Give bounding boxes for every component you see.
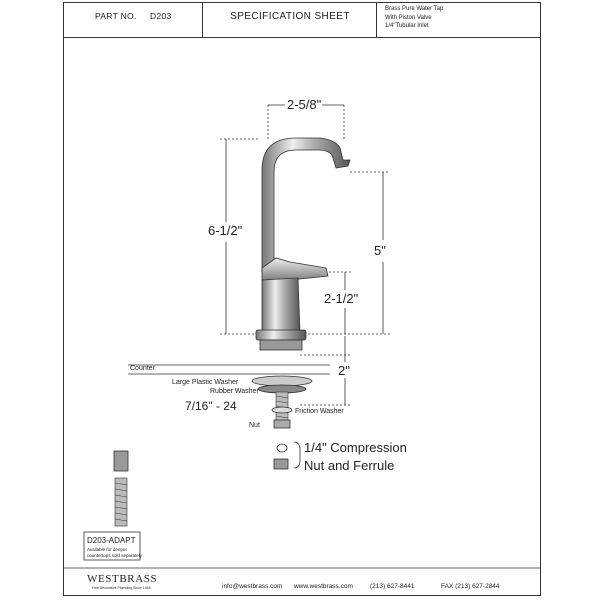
part-label-text: PART NO. xyxy=(95,11,137,21)
ferrule xyxy=(276,443,288,453)
header-bar: PART NO. D203 SPECIFICATION SHEET Brass … xyxy=(63,2,541,38)
friction-washer xyxy=(271,406,293,414)
product-description: Brass Pure Water Tap With Piston Valve 1… xyxy=(385,5,443,31)
label-overall-height: 6-1/2" xyxy=(208,223,243,238)
adapter-box xyxy=(83,531,141,561)
footer-email[interactable]: info@westbrass.com xyxy=(222,583,283,590)
westbrass-logo: WESTBRASS xyxy=(87,573,158,585)
label-rubber-washer: Rubber Washer xyxy=(210,388,259,395)
label-spout-reach: 2-5/8" xyxy=(287,97,322,112)
dim-overall-height xyxy=(220,138,258,335)
part-number: D203 xyxy=(150,11,172,21)
compression-brace xyxy=(293,441,301,469)
title-cell: SPECIFICATION SHEET xyxy=(203,2,377,38)
label-spout-height: 5" xyxy=(374,243,386,258)
dim-shank-length xyxy=(300,336,352,406)
footer-website[interactable]: www.westbrass.com xyxy=(294,583,353,590)
dim-base-height xyxy=(325,271,352,334)
adapter-drawing xyxy=(113,450,129,527)
description-line-1: Brass Pure Water Tap xyxy=(385,6,444,12)
adapter-note-line-2: countertops sold separately xyxy=(87,553,143,558)
label-thread-size: 7/16" - 24 xyxy=(185,399,237,413)
faucet-body xyxy=(255,277,307,351)
sheet-title: SPECIFICATION SHEET xyxy=(230,11,350,22)
label-base-height: 2-1/2" xyxy=(324,291,359,306)
adapter-code: D203-ADAPT xyxy=(87,536,136,545)
description-line-2: With Piston Valve xyxy=(385,14,432,21)
adapter-note-line-1: Available for deeper xyxy=(87,547,127,552)
footer-fax: FAX (213) 627-2844 xyxy=(441,583,500,590)
compression-line-2: Nut and Ferrule xyxy=(304,458,395,473)
part-number-cell: PART NO. D203 xyxy=(63,2,203,38)
description-line-3: 1/4"Tubular Inlet xyxy=(385,23,429,29)
part-label: PART NO. D203 xyxy=(95,11,171,21)
dim-spout-reach xyxy=(267,104,345,140)
label-friction-washer: Friction Washer xyxy=(295,408,344,415)
label-counter: Counter xyxy=(130,365,155,372)
footer-phone: (213) 627-8441 xyxy=(370,583,415,590)
description-cell: Brass Pure Water Tap With Piston Valve 1… xyxy=(377,2,541,38)
compression-nut xyxy=(273,458,289,470)
spec-sheet-border xyxy=(63,2,541,596)
label-nut: Nut xyxy=(249,422,260,429)
washer-stack xyxy=(251,375,313,394)
label-large-washer: Large Plastic Washer xyxy=(172,379,239,386)
counter-surface xyxy=(128,364,330,375)
adapter-note: Available for deeper countertops sold se… xyxy=(87,547,142,559)
label-shank-length: 2" xyxy=(338,363,350,378)
mounting-nut xyxy=(273,419,291,429)
faucet-spout xyxy=(261,137,351,273)
label-compression: 1/4" Compression Nut and Ferrule xyxy=(304,439,407,475)
brand-tagline: Fine Decorative Plumbing Since 1946 xyxy=(92,586,151,590)
compression-line-1: 1/4" Compression xyxy=(304,440,407,455)
